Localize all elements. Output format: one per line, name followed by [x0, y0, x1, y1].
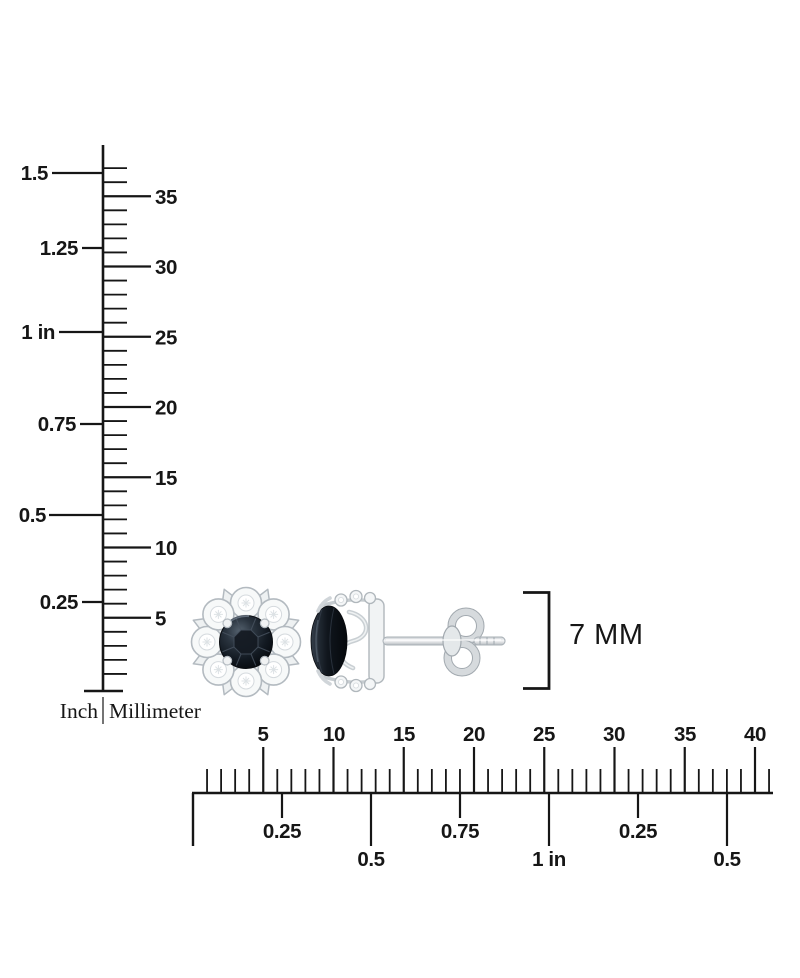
- earring-side-view: [310, 589, 506, 693]
- post-tip: [473, 636, 506, 646]
- butterfly-clutch: [442, 625, 462, 657]
- dimension-label: 7 MM: [569, 619, 644, 651]
- h-mm-label: 40: [744, 723, 766, 746]
- h-inch-label: 0.25: [263, 820, 301, 843]
- vertical-ruler-mm-labels: 35 30 25 20 15 10 5: [155, 186, 177, 631]
- v-mm-label: 5: [155, 608, 166, 631]
- prong: [259, 655, 270, 666]
- v-mm-label: 35: [155, 186, 177, 209]
- petal-edge: [363, 677, 377, 691]
- prong: [222, 655, 233, 666]
- halo-petal-diamond-icon: [229, 586, 263, 620]
- prong-claw: [316, 669, 332, 686]
- halo-petal-diamond-icon: [268, 625, 302, 659]
- horizontal-ruler-mm-labels: 5 10 15 20 25 30 35 40: [257, 723, 766, 746]
- halo-petal-diamond-icon: [190, 625, 224, 659]
- h-mm-label: 5: [257, 723, 268, 746]
- vertical-ruler-inch-labels: 1.5 1.25 1 in 0.75 0.5 0.25: [19, 162, 79, 614]
- prong: [222, 618, 233, 629]
- v-mm-label: 25: [155, 327, 177, 350]
- v-inch-label: 0.25: [40, 591, 78, 614]
- unit-label-millimeter: Millimeter: [109, 699, 201, 723]
- v-inch-label: 1 in: [21, 321, 55, 344]
- dimension-bracket: [523, 591, 551, 690]
- h-inch-label: 0.75: [441, 820, 479, 843]
- post-ridges: [479, 637, 495, 645]
- h-inch-label: 0.5: [713, 848, 740, 871]
- h-inch-label: 1 in: [532, 848, 566, 871]
- butterfly-back-loop-hole: [455, 615, 477, 637]
- h-mm-label: 15: [393, 723, 415, 746]
- setting-back-plate: [368, 598, 385, 684]
- h-mm-label: 10: [323, 723, 345, 746]
- h-inch-label: 0.5: [357, 848, 384, 871]
- h-mm-label: 30: [603, 723, 625, 746]
- v-mm-label: 30: [155, 256, 177, 279]
- stone-side-highlight: [315, 619, 319, 663]
- h-inch-label: 0.25: [619, 820, 657, 843]
- v-inch-label: 0.5: [19, 504, 46, 527]
- v-mm-label: 10: [155, 537, 177, 560]
- diamond-edge: [337, 596, 345, 604]
- prong: [259, 618, 270, 629]
- diamond-edge: [352, 593, 360, 600]
- sapphire-stone-side: [310, 605, 348, 677]
- horizontal-ruler-inch-labels: 0.25 0.5 0.75 1 in 0.25 0.5: [263, 820, 741, 871]
- halo-petal-diamond-icon: [229, 664, 263, 698]
- stone-side-facets: [316, 607, 335, 675]
- stone-facet-lines: [222, 618, 270, 666]
- h-mm-label: 25: [533, 723, 555, 746]
- stone-table-facet: [233, 629, 259, 655]
- h-mm-label: 20: [463, 723, 485, 746]
- petal-edge: [363, 591, 377, 605]
- earring-front-view: [190, 586, 302, 698]
- prong-claw: [316, 596, 332, 613]
- diamond-edge: [352, 682, 360, 689]
- vertical-ruler: [49, 145, 151, 724]
- v-inch-label: 1.25: [40, 237, 78, 260]
- v-mm-label: 15: [155, 467, 177, 490]
- unit-label-inch: Inch: [60, 699, 98, 723]
- h-mm-label: 35: [674, 723, 696, 746]
- v-inch-label: 0.75: [38, 413, 76, 436]
- v-mm-label: 20: [155, 397, 177, 420]
- v-inch-label: 1.5: [21, 162, 48, 185]
- horizontal-ruler: [191, 747, 773, 846]
- diamond-edge: [337, 678, 345, 686]
